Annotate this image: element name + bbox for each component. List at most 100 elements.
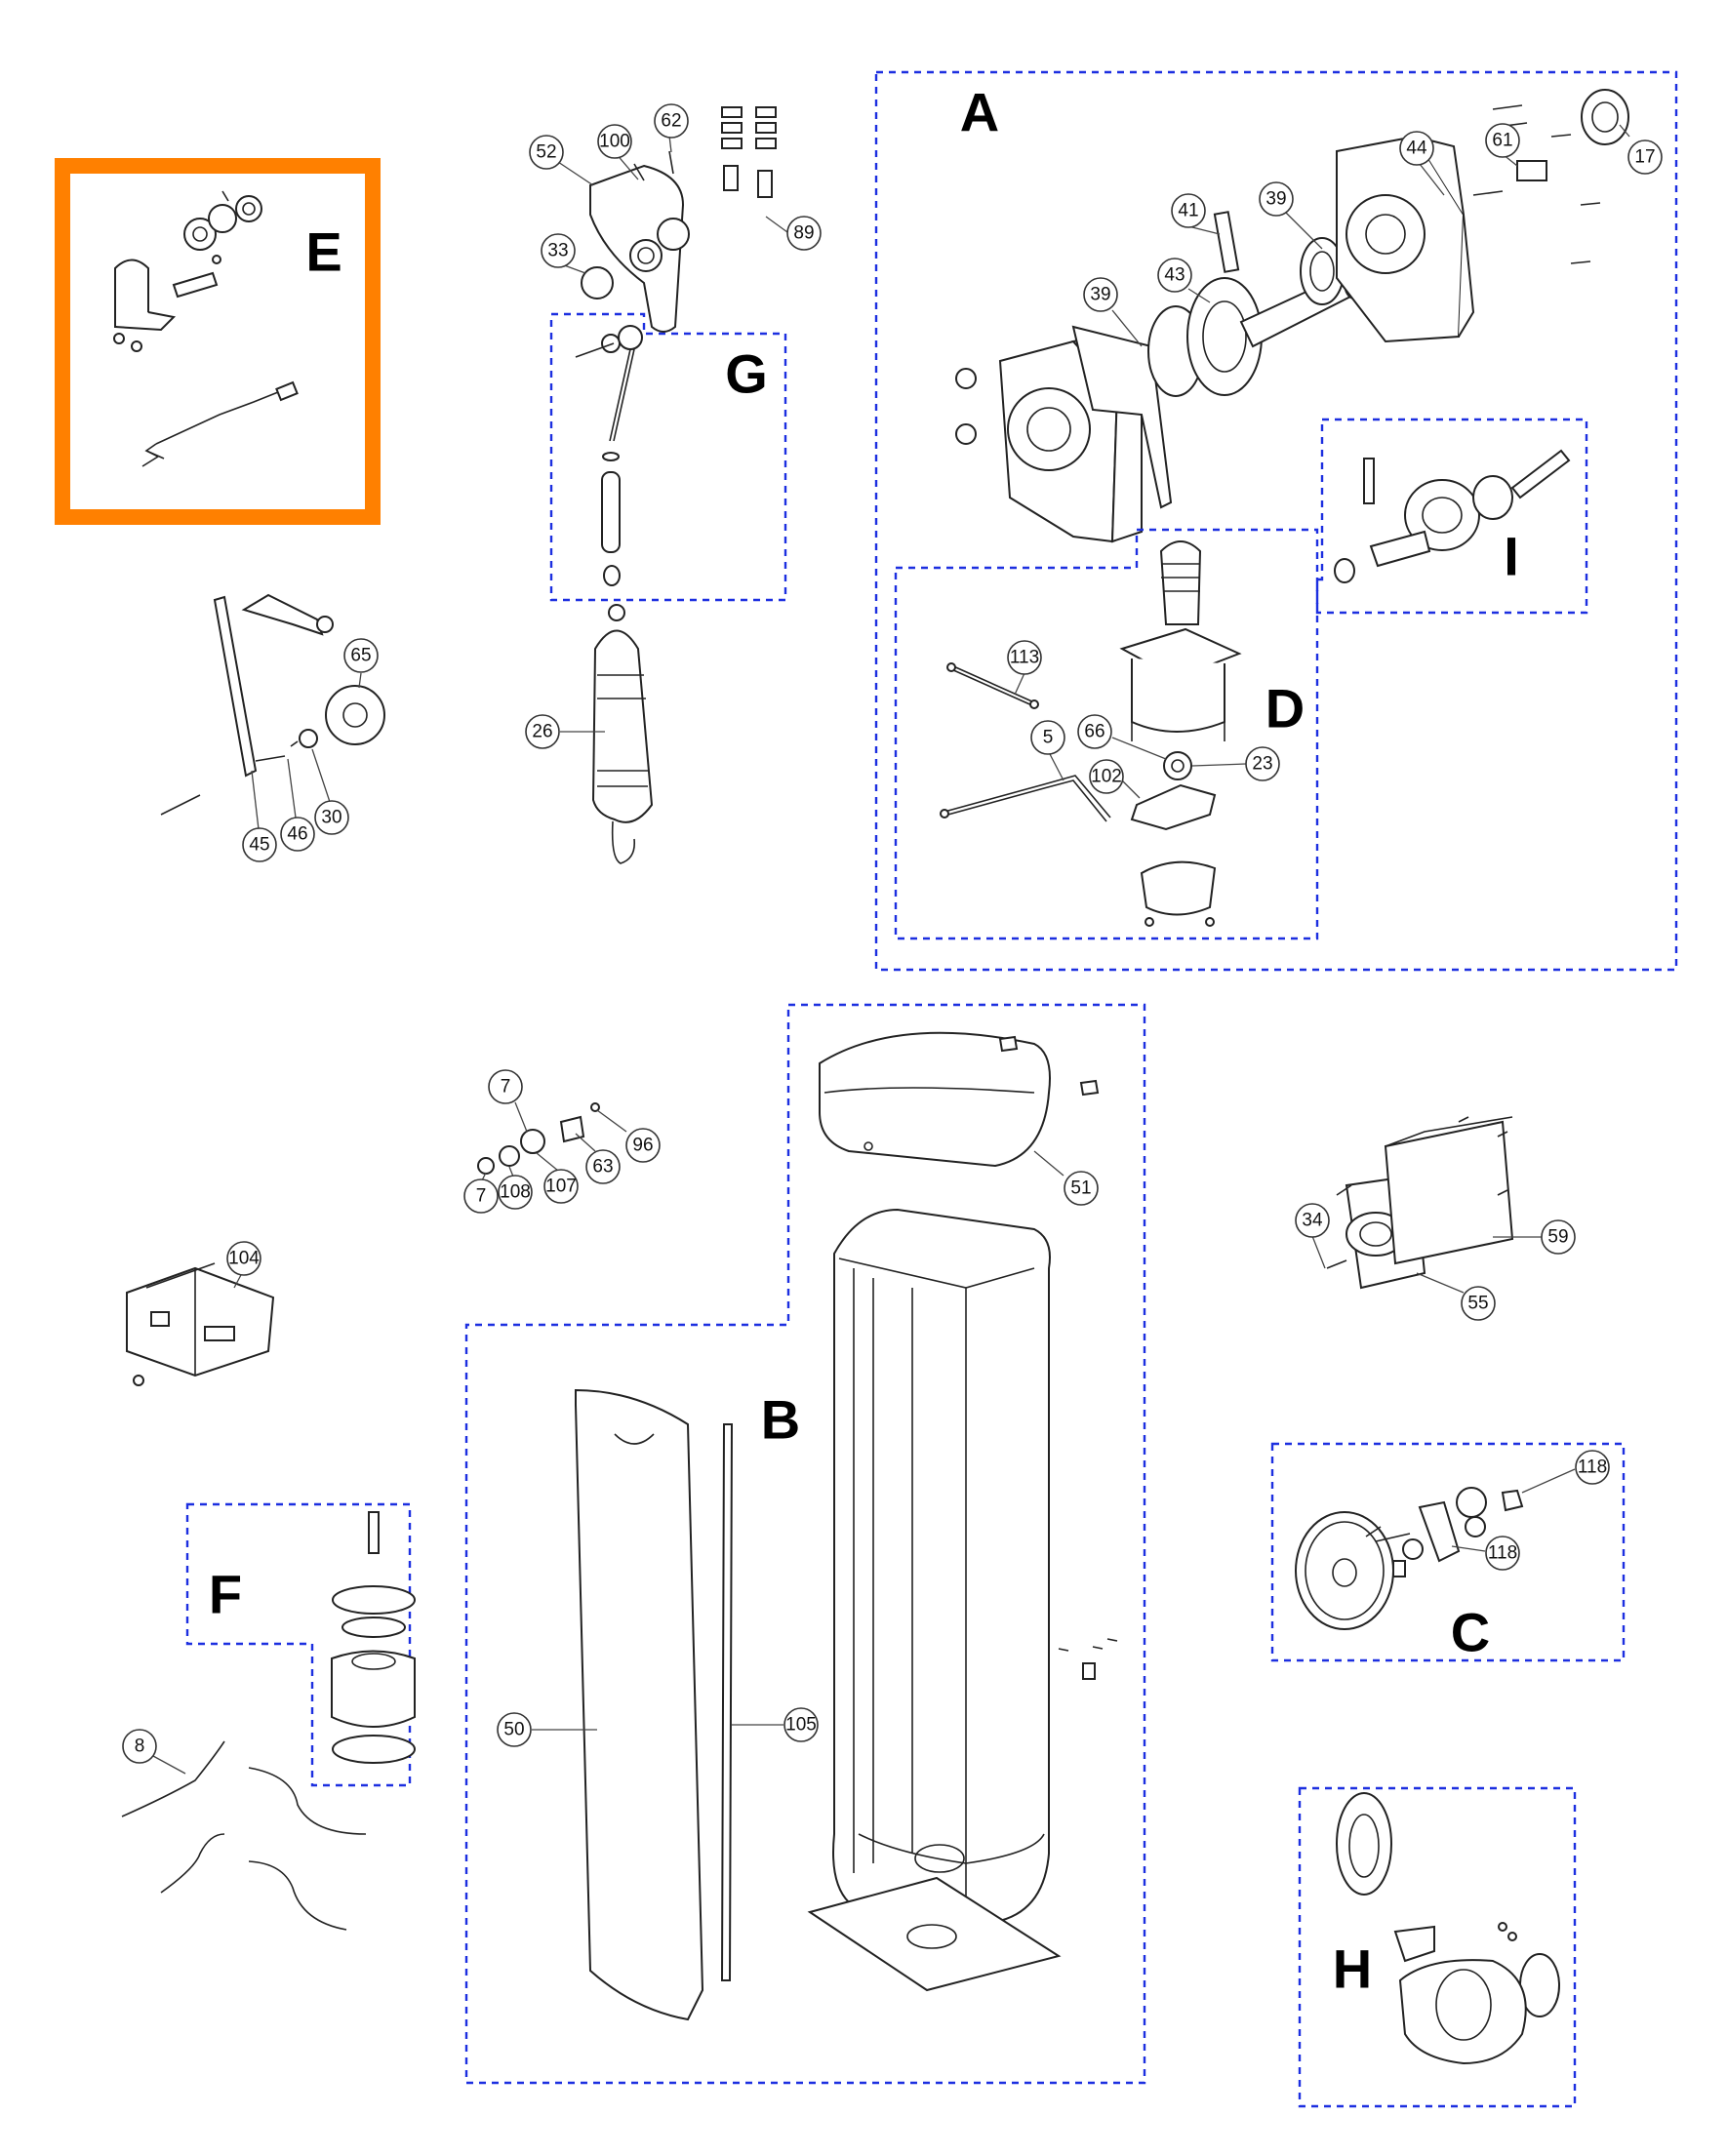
callout-8: 8 xyxy=(122,1729,186,1775)
tension-rod-part xyxy=(575,325,643,586)
callout-26: 26 xyxy=(525,714,605,749)
group-e[interactable]: E xyxy=(55,158,381,525)
spring-bolts-part xyxy=(721,106,777,198)
group-i-label: I xyxy=(1504,526,1519,587)
callout-96: 96 xyxy=(596,1109,661,1163)
group-f[interactable]: F xyxy=(185,1502,416,1787)
callout-104-text: 104 xyxy=(228,1249,260,1269)
group-h[interactable]: H xyxy=(1298,1786,1577,2108)
callout-66-text: 66 xyxy=(1084,722,1104,742)
rubber-foot-part xyxy=(331,1511,416,1764)
group-f-label: F xyxy=(209,1564,242,1625)
bell-cover-part xyxy=(1336,1792,1560,2065)
callout-108-text: 108 xyxy=(500,1182,531,1203)
motor-part xyxy=(1119,540,1242,927)
callout-100-text: 100 xyxy=(599,132,630,152)
tie-rod-part xyxy=(946,662,1039,709)
callout-50: 50 xyxy=(497,1712,597,1747)
callout-65-text: 65 xyxy=(350,646,371,666)
callout-102: 102 xyxy=(1089,759,1141,799)
group-a[interactable]: A xyxy=(874,70,1678,972)
callout-105: 105 xyxy=(732,1707,819,1742)
callout-43-text: 43 xyxy=(1164,265,1185,286)
callout-34: 34 xyxy=(1295,1203,1330,1269)
group-g-label: G xyxy=(725,343,768,405)
callout-65: 65 xyxy=(343,638,379,689)
callout-41-text: 41 xyxy=(1178,201,1198,221)
callout-44: 44 xyxy=(1399,131,1445,196)
group-i-frame xyxy=(1315,418,1588,615)
group-i[interactable]: I xyxy=(1315,418,1588,615)
callout-52: 52 xyxy=(529,135,594,186)
callout-7a-text: 7 xyxy=(501,1077,511,1098)
encoder-bracket-part xyxy=(113,190,262,352)
handwheel-part xyxy=(1295,1487,1524,1630)
callout-118b: 118 xyxy=(1451,1536,1520,1571)
callout-118a: 118 xyxy=(1521,1450,1610,1494)
callout-39b: 39 xyxy=(1083,277,1143,347)
group-h-frame xyxy=(1298,1786,1577,2108)
callout-5-text: 5 xyxy=(1043,728,1054,748)
callout-55-text: 55 xyxy=(1467,1294,1488,1314)
callout-50-text: 50 xyxy=(503,1720,524,1740)
callout-52-text: 52 xyxy=(536,142,556,163)
group-b-label: B xyxy=(761,1389,800,1451)
callout-39a: 39 xyxy=(1259,181,1323,250)
callout-43: 43 xyxy=(1157,258,1211,303)
callout-113: 113 xyxy=(1007,640,1042,696)
group-b[interactable]: B xyxy=(464,1003,1146,2085)
callout-26-text: 26 xyxy=(532,722,552,742)
callout-46: 46 xyxy=(280,758,315,852)
callout-23: 23 xyxy=(1191,746,1280,781)
callout-7b-text: 7 xyxy=(476,1186,487,1207)
callout-8-text: 8 xyxy=(135,1737,145,1757)
callout-63: 63 xyxy=(575,1133,621,1184)
gearbox-bolts-part xyxy=(1472,104,1601,264)
group-c[interactable]: C xyxy=(1270,1442,1626,1663)
callout-89-text: 89 xyxy=(793,223,814,244)
callout-45: 45 xyxy=(242,770,277,862)
group-g[interactable]: G xyxy=(549,106,787,864)
callout-105-text: 105 xyxy=(785,1715,817,1736)
callout-62: 62 xyxy=(654,103,689,153)
callout-33: 33 xyxy=(541,233,586,274)
callout-39a-text: 39 xyxy=(1265,189,1286,210)
group-d-frame xyxy=(894,528,1319,940)
callout-63-text: 63 xyxy=(592,1157,613,1178)
group-a-frame xyxy=(874,70,1678,972)
callout-55: 55 xyxy=(1416,1272,1496,1321)
column-pins-part xyxy=(1058,1638,1118,1680)
gas-spring-part xyxy=(591,604,654,864)
callout-30: 30 xyxy=(311,748,349,835)
group-b-frame xyxy=(464,1003,1146,2085)
callout-100: 100 xyxy=(597,124,639,180)
callout-51-text: 51 xyxy=(1070,1178,1091,1199)
callout-46-text: 46 xyxy=(287,824,307,845)
top-cover-part xyxy=(819,1031,1100,1168)
callout-17-text: 17 xyxy=(1634,147,1655,168)
gasket-strip-part xyxy=(720,1423,734,1981)
callout-107-text: 107 xyxy=(545,1177,577,1197)
group-a-label: A xyxy=(960,82,999,143)
group-f-frame xyxy=(185,1502,412,1787)
callout-17: 17 xyxy=(1619,124,1663,175)
callout-34-text: 34 xyxy=(1302,1211,1323,1231)
front-panel-part xyxy=(575,1388,704,2021)
callout-5: 5 xyxy=(1030,720,1065,781)
callout-107: 107 xyxy=(536,1152,579,1204)
callout-89: 89 xyxy=(765,216,822,251)
callout-104: 104 xyxy=(226,1241,261,1289)
encoder-cable-part xyxy=(141,380,299,467)
callout-113-text: 113 xyxy=(1010,648,1039,668)
group-h-label: H xyxy=(1333,1938,1372,2000)
cable-set-part xyxy=(121,1740,367,1931)
callout-group: 52 100 62 89 33 26 1 xyxy=(122,103,1663,1775)
callout-44-text: 44 xyxy=(1406,139,1427,159)
callout-23-text: 23 xyxy=(1252,754,1272,775)
group-e-label: E xyxy=(305,221,341,283)
group-d[interactable]: D xyxy=(894,528,1319,940)
callout-30-text: 30 xyxy=(321,808,341,828)
oil-seal-part xyxy=(1581,89,1629,145)
callout-118b-text: 118 xyxy=(1488,1543,1517,1564)
mounting-plate-part xyxy=(581,150,690,333)
